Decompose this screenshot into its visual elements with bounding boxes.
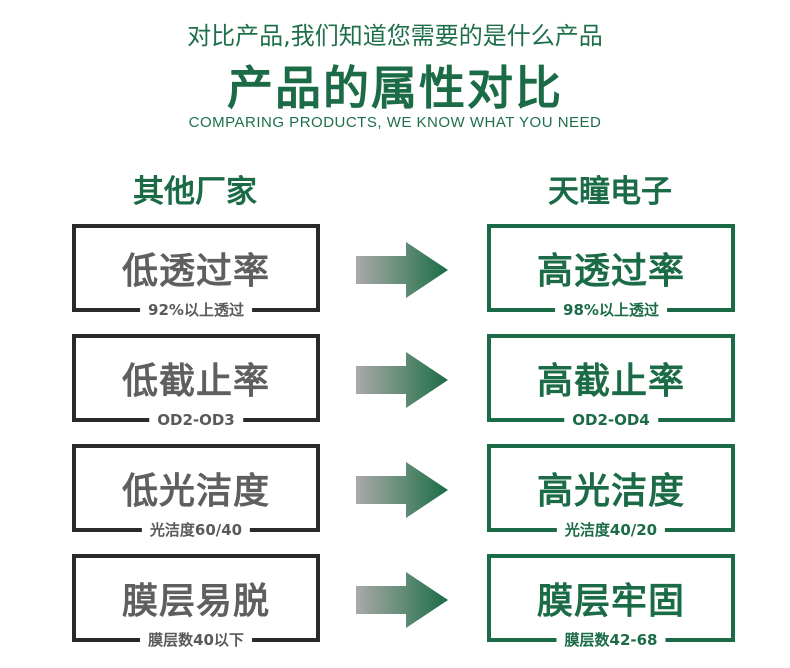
others-feature-detail: 光洁度60/40 bbox=[141, 520, 251, 540]
others-feature-detail: 92%以上透过 bbox=[140, 300, 252, 320]
tiantong-feature-label: 高透过率 bbox=[536, 251, 685, 292]
tiantong-feature-label: 高光洁度 bbox=[536, 471, 685, 512]
right-arrow-icon bbox=[356, 572, 448, 628]
right-arrow-icon bbox=[356, 462, 448, 518]
others-feature-detail: 膜层数40以下 bbox=[140, 630, 252, 650]
right-arrow-icon bbox=[356, 352, 448, 408]
tiantong-feature-label: 高截止率 bbox=[536, 361, 685, 402]
others-feature-label: 低截止率 bbox=[121, 361, 270, 402]
tiantong-feature-detail: 光洁度40/20 bbox=[556, 520, 666, 540]
column-heading-others: 其他厂家 bbox=[133, 174, 257, 210]
comparison-row: 膜层易脱 膜层数40以下 膜层牢固 膜层数42-68 bbox=[0, 554, 790, 650]
comparison-row: 低光洁度 光洁度60/40 高光洁度 光洁度40/20 bbox=[0, 444, 790, 540]
others-feature-box: 低截止率 OD2-OD3 bbox=[72, 334, 320, 430]
others-feature-box: 膜层易脱 膜层数40以下 bbox=[72, 554, 320, 650]
others-feature-label: 低光洁度 bbox=[121, 471, 270, 512]
column-heading-tiantong: 天瞳电子 bbox=[548, 174, 672, 210]
right-arrow-icon bbox=[356, 242, 448, 298]
comparison-row: 低透过率 92%以上透过 高透过率 98%以上透过 bbox=[0, 224, 790, 320]
tiantong-feature-detail: 98%以上透过 bbox=[555, 300, 667, 320]
header-subtitle: 对比产品,我们知道您需要的是什么产品 bbox=[187, 22, 603, 50]
page-title: 产品的属性对比 bbox=[227, 61, 563, 115]
tiantong-feature-box: 高光洁度 光洁度40/20 bbox=[487, 444, 735, 540]
comparison-row: 低截止率 OD2-OD3 高截止率 OD2-OD4 bbox=[0, 334, 790, 430]
tiantong-feature-label: 膜层牢固 bbox=[536, 581, 685, 622]
header-english: COMPARING PRODUCTS, WE KNOW WHAT YOU NEE… bbox=[188, 114, 602, 131]
others-feature-box: 低光洁度 光洁度60/40 bbox=[72, 444, 320, 540]
others-feature-detail: OD2-OD3 bbox=[149, 410, 243, 430]
tiantong-feature-detail: 膜层数42-68 bbox=[556, 630, 666, 650]
others-feature-box: 低透过率 92%以上透过 bbox=[72, 224, 320, 320]
tiantong-feature-box: 高透过率 98%以上透过 bbox=[487, 224, 735, 320]
tiantong-feature-box: 高截止率 OD2-OD4 bbox=[487, 334, 735, 430]
others-feature-label: 低透过率 bbox=[121, 251, 270, 292]
tiantong-feature-box: 膜层牢固 膜层数42-68 bbox=[487, 554, 735, 650]
tiantong-feature-detail: OD2-OD4 bbox=[564, 410, 658, 430]
others-feature-label: 膜层易脱 bbox=[121, 581, 270, 622]
